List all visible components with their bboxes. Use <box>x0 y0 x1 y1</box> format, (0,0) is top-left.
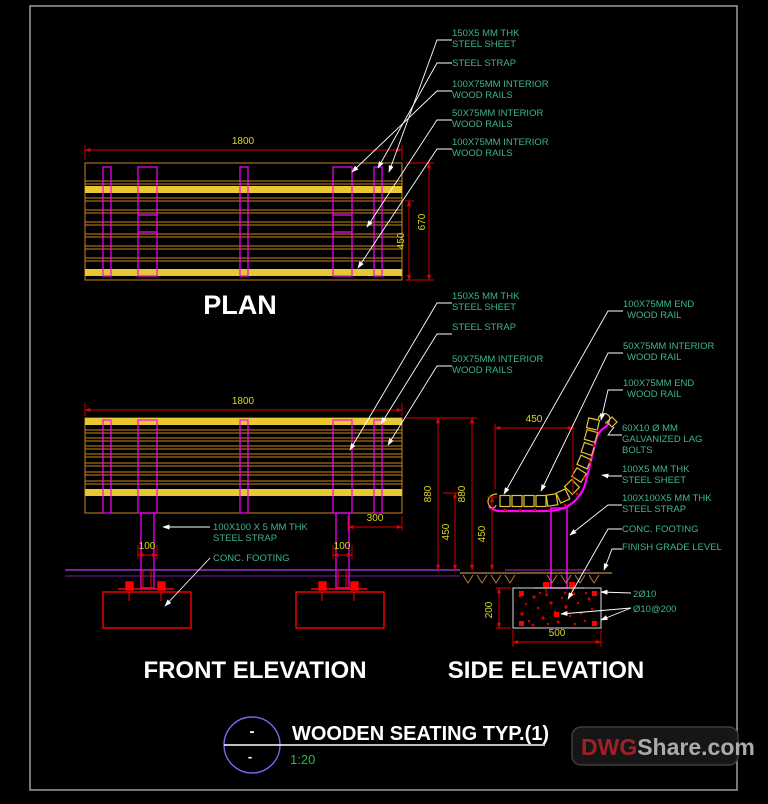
plan-wood-slats <box>85 180 402 262</box>
side-elevation-linework: 450 880 450 200 500 SIDE ELEVATION <box>443 413 644 684</box>
front-leg-left-dim: 100 <box>139 541 156 552</box>
plan-view-linework: 1800 670 450 PLAN <box>84 136 434 320</box>
drawing-frame-border <box>29 5 738 791</box>
side-footing <box>512 582 602 629</box>
callout-rebar-stirrups: Ø10@200 <box>633 604 676 615</box>
side-elevation-label: SIDE ELEVATION <box>448 657 644 684</box>
front-callout-leaders <box>162 302 452 607</box>
side-seat-height-dim: 450 <box>477 525 488 542</box>
svg-text:STEEL STRAP: STEEL STRAP <box>622 504 686 515</box>
detail-number-top: - <box>250 723 255 740</box>
callout-rebar-top: 2Ø10 <box>633 589 656 600</box>
svg-text:STEEL STRAP: STEEL STRAP <box>213 533 277 544</box>
svg-text:BOLTS: BOLTS <box>622 445 652 456</box>
plan-view-label: PLAN <box>203 290 277 320</box>
title-block: - - WOODEN SEATING TYP.(1) 1:20 <box>223 716 549 774</box>
side-callouts: 100X75MM END WOOD RAIL 50X75MM INTERIOR … <box>622 299 722 615</box>
callout-steel-sheet: 150X5 MM THK <box>452 28 520 39</box>
callout-end-rail-1: 100X75MM END <box>623 299 694 310</box>
drawing-scale: 1:20 <box>290 752 315 767</box>
front-seat-height-dim: 450 <box>441 523 452 540</box>
svg-text:DWGShare.com: DWGShare.com <box>581 734 755 760</box>
front-end-offset-dim: 300 <box>367 513 384 524</box>
svg-text:STEEL SHEET: STEEL SHEET <box>452 39 516 50</box>
front-leg-right-dim: 100 <box>334 541 351 552</box>
callout-side-interior-rail: 50X75MM INTERIOR <box>623 341 714 352</box>
front-callouts: 150X5 MM THK STEEL SHEET STEEL STRAP 50X… <box>213 291 543 564</box>
callout-lag-bolts: 60X10 Ø MM <box>622 423 678 434</box>
footing-depth-dim: 200 <box>484 601 495 618</box>
plan-callout-leaders <box>351 39 452 269</box>
svg-text:WOOD RAILS: WOOD RAILS <box>452 119 513 130</box>
side-height-dim: 880 <box>457 485 468 502</box>
front-footings <box>102 570 385 629</box>
svg-text:GALVANIZED LAG: GALVANIZED LAG <box>622 434 702 445</box>
side-seat-strap <box>488 420 611 513</box>
dwgshare-logo[interactable]: DWGShare.com <box>571 726 755 766</box>
callout-front-conc-footing: CONC. FOOTING <box>213 553 290 564</box>
lag-bolt-marker <box>606 416 618 428</box>
callout-front-steel-strap: STEEL STRAP <box>452 322 516 333</box>
front-steel-straps <box>102 419 383 589</box>
detail-number-bottom: - <box>248 749 252 764</box>
callout-finish-grade: FINISH GRADE LEVEL <box>622 542 722 553</box>
front-elevation-label: FRONT ELEVATION <box>143 657 366 684</box>
callout-side-conc-footing: CONC. FOOTING <box>622 524 699 535</box>
side-callout-leaders <box>503 310 632 621</box>
callout-interior-rails-3: 100X75MM INTERIOR <box>452 137 549 148</box>
svg-text:WOOD RAIL: WOOD RAIL <box>627 352 681 363</box>
callout-interior-rails-1: 100X75MM INTERIOR <box>452 79 549 90</box>
callout-leg-strap: 100X100 X 5 MM THK <box>213 522 309 533</box>
front-width-dim: 1800 <box>232 396 255 407</box>
plan-dimensions: 1800 670 450 <box>84 136 434 281</box>
logo-badge <box>571 726 739 766</box>
plan-steel-straps <box>102 166 383 277</box>
callout-end-rail-2: 100X75MM END <box>623 378 694 389</box>
side-seat-depth-dim: 450 <box>526 414 543 425</box>
callout-side-steel-strap: 100X100X5 MM THK <box>622 493 712 504</box>
callout-side-steel-sheet: 100X5 MM THK <box>622 464 690 475</box>
callout-steel-strap: STEEL STRAP <box>452 58 516 69</box>
plan-width-dim: 1800 <box>232 136 255 147</box>
front-wood-slats <box>85 429 402 485</box>
logo-prefix: DWG <box>581 734 637 760</box>
side-bolt-dots <box>503 429 599 512</box>
plan-callouts: 150X5 MM THK STEEL SHEET STEEL STRAP 100… <box>452 28 549 159</box>
callout-interior-rails-2: 50X75MM INTERIOR <box>452 108 543 119</box>
callout-front-steel-sheet: 150X5 MM THK <box>452 291 520 302</box>
side-leg-strap <box>550 507 568 589</box>
svg-text:STEEL SHEET: STEEL SHEET <box>622 475 686 486</box>
plan-depth-outer-dim: 670 <box>417 213 428 230</box>
footing-width-dim: 500 <box>549 628 566 639</box>
logo-suffix: Share.com <box>637 734 755 760</box>
front-height-dim: 880 <box>423 485 434 502</box>
svg-text:WOOD RAILS: WOOD RAILS <box>452 148 513 159</box>
plan-depth-inner-dim: 450 <box>396 232 407 249</box>
svg-text:WOOD RAIL: WOOD RAIL <box>627 389 681 400</box>
side-dimensions: 450 880 450 200 500 <box>443 414 602 647</box>
drawing-title: WOODEN SEATING TYP.(1) <box>292 723 549 745</box>
svg-text:STEEL SHEET: STEEL SHEET <box>452 302 516 313</box>
front-elevation-linework: 1800 100 100 300 880 450 FRONT ELEVATION <box>65 396 460 684</box>
svg-text:WOOD RAIL: WOOD RAIL <box>627 310 681 321</box>
svg-text:WOOD RAILS: WOOD RAILS <box>452 365 513 376</box>
svg-text:WOOD RAILS: WOOD RAILS <box>452 90 513 101</box>
callout-front-interior-rails: 50X75MM INTERIOR <box>452 354 543 365</box>
front-dimensions: 1800 100 100 300 880 450 <box>84 396 460 571</box>
